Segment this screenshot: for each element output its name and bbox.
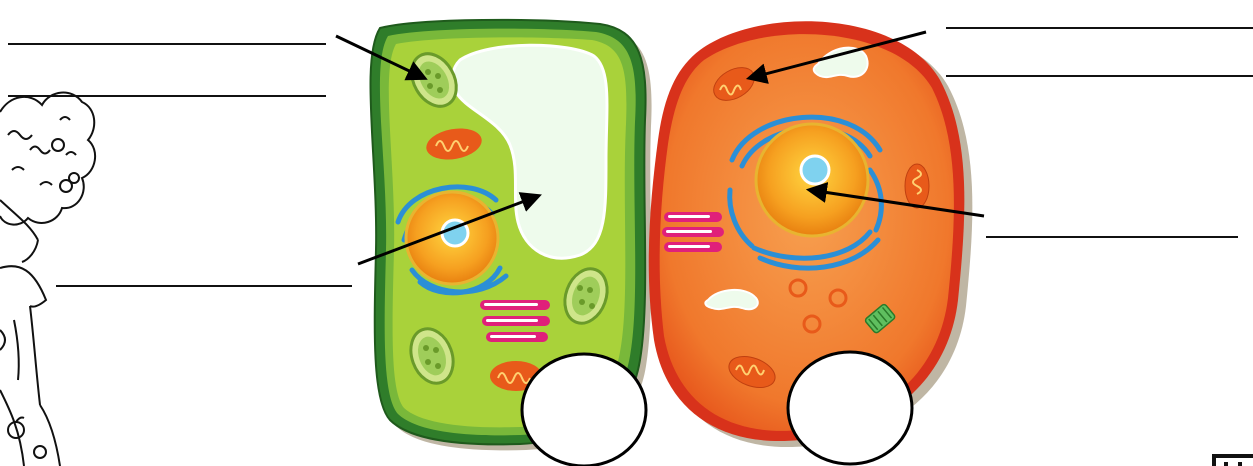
er-stack	[480, 300, 550, 342]
corner-mark	[1214, 456, 1253, 466]
animal-cell-label-circle[interactable]	[788, 352, 912, 464]
plant-cell-label-circle[interactable]	[522, 354, 646, 466]
er-stack	[662, 212, 724, 252]
animal-nucleolus	[801, 156, 829, 184]
girl-illustration	[0, 93, 95, 466]
mitochondria-icon	[905, 164, 929, 208]
